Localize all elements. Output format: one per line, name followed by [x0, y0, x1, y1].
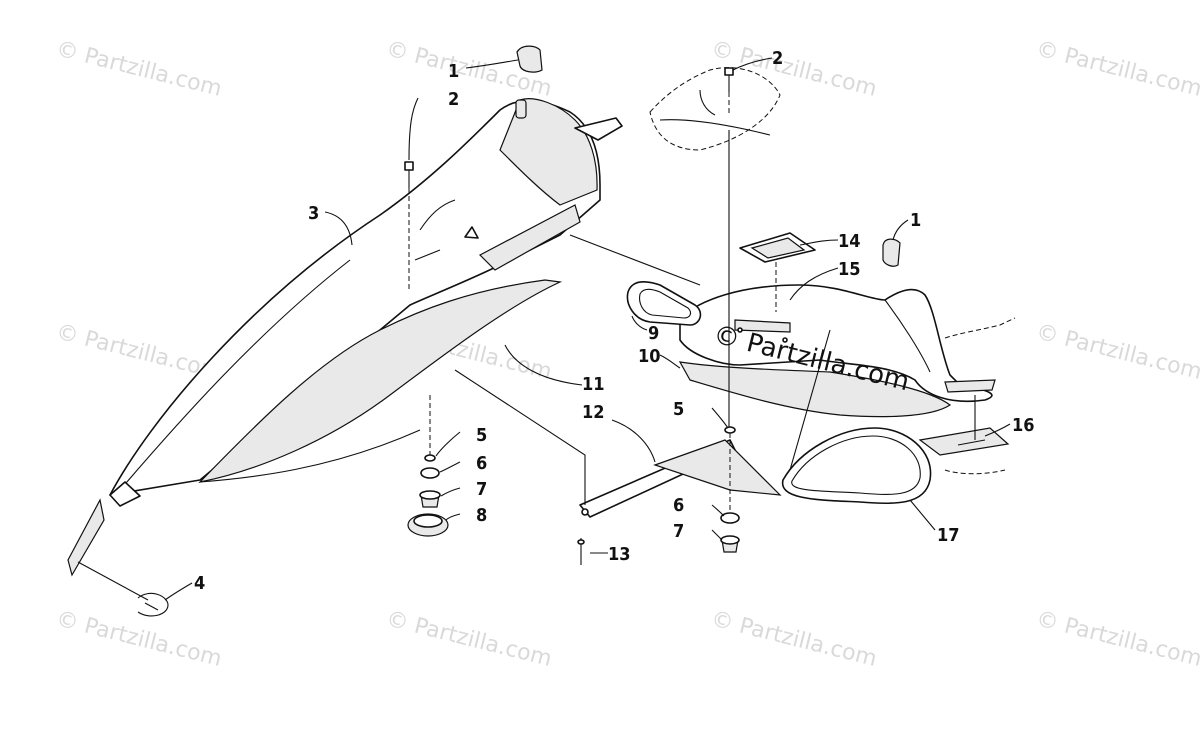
callout-2-right: 2 — [772, 48, 783, 69]
watermark: © Partzilla.com — [1034, 607, 1200, 672]
watermark: © Partzilla.com — [54, 607, 225, 672]
callout-5-right: 5 — [673, 399, 684, 420]
hardware-stack-left — [407, 395, 449, 537]
callout-group: 1 2 3 4 5 6 7 8 9 10 11 12 13 2 14 15 1 — [164, 48, 1035, 601]
callout-9: 9 — [648, 323, 659, 344]
callout-1-left: 1 — [448, 61, 459, 82]
watermark: © Partzilla.com — [1034, 320, 1200, 385]
callout-8: 8 — [476, 505, 487, 526]
upper-reference-group — [649, 67, 781, 430]
bumper-part-1 — [516, 45, 543, 73]
callout-13: 13 — [608, 544, 631, 565]
hairpin-clip-part-4 — [67, 498, 169, 617]
panel-part-10 — [678, 361, 952, 418]
tail-cowl-part-3 — [109, 98, 623, 507]
watermark: © Partzilla.com — [384, 607, 555, 672]
callout-2-left: 2 — [448, 89, 459, 110]
callout-1-right: 1 — [910, 210, 921, 231]
callout-17: 17 — [937, 525, 960, 546]
cover-part-14 — [739, 232, 816, 312]
callout-16: 16 — [1012, 415, 1035, 436]
callout-4: 4 — [194, 573, 205, 594]
bracket-part-12 — [454, 369, 782, 518]
gasket-part-9 — [569, 234, 702, 326]
hardware-stack-right — [720, 426, 740, 553]
storage-box-part-15 — [679, 284, 996, 403]
seat-pan-part-11 — [198, 279, 563, 483]
callout-14: 14 — [838, 231, 861, 252]
callout-7-right: 7 — [673, 521, 684, 542]
callout-3: 3 — [308, 203, 319, 224]
watermark: © Partzilla.com — [709, 607, 880, 672]
plate-part-16 — [918, 317, 1016, 475]
pin-part-13 — [577, 538, 585, 565]
callout-6-left: 6 — [476, 453, 487, 474]
watermark: © Partzilla.com — [1034, 37, 1200, 102]
bumper-pad — [515, 99, 527, 119]
callout-15: 15 — [838, 259, 861, 280]
callout-12: 12 — [582, 402, 605, 423]
seal-part-17 — [781, 329, 936, 531]
screw-part-2 — [404, 161, 414, 292]
callout-6-right: 6 — [673, 495, 684, 516]
bumper-part-1-right — [882, 238, 901, 267]
callout-10: 10 — [638, 346, 661, 367]
callout-11: 11 — [582, 374, 605, 395]
callout-7-left: 7 — [476, 479, 487, 500]
callout-5-left: 5 — [476, 425, 487, 446]
watermark: © Partzilla.com — [54, 37, 225, 102]
